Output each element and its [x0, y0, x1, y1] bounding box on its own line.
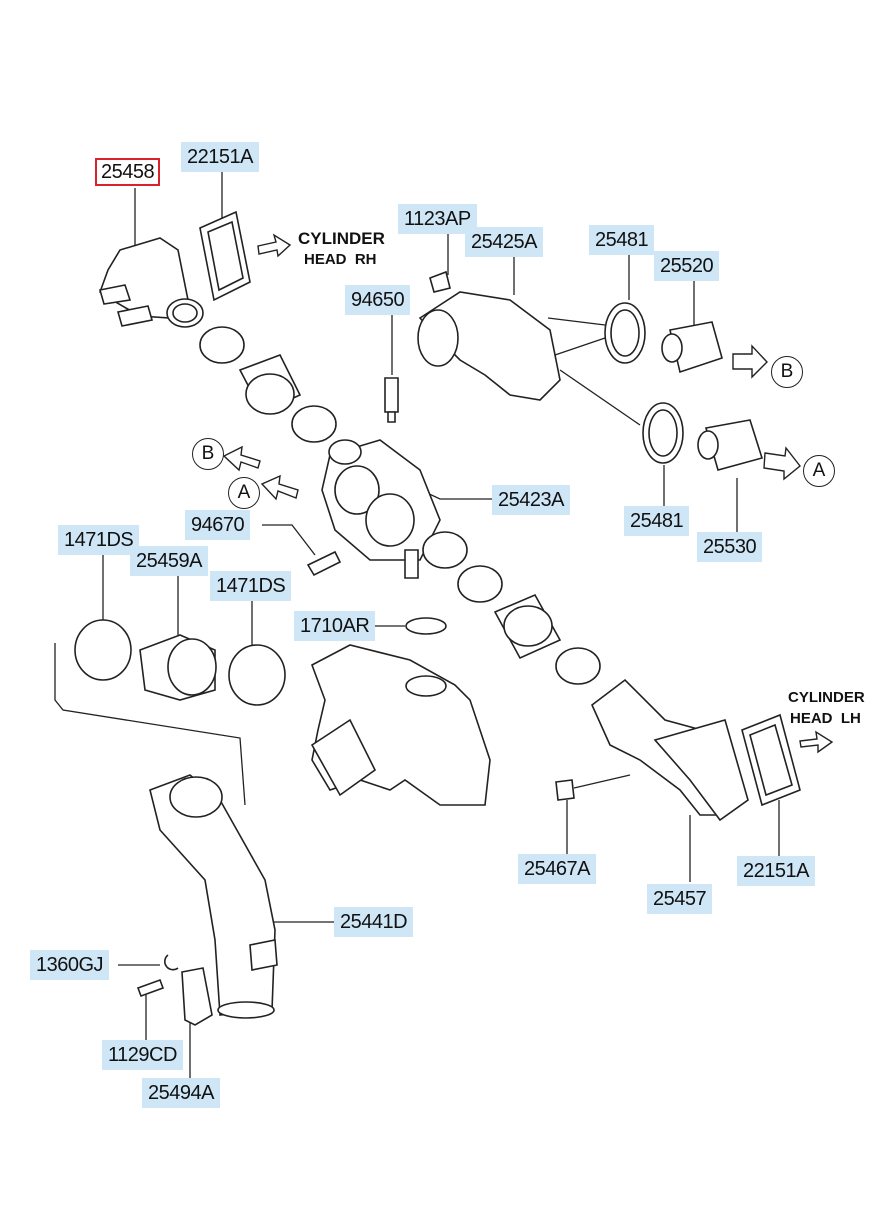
water-pump-housing-drawing — [310, 644, 491, 806]
bracket-25494A-drawing — [181, 967, 213, 1026]
part-label-25458[interactable]: 25458 — [95, 158, 161, 186]
thermostat-25530-drawing — [697, 419, 764, 471]
part-label-1710AR[interactable]: 1710AR — [294, 611, 376, 641]
bolt-25467A-drawing — [555, 774, 631, 801]
thermostat-25520-drawing — [661, 321, 723, 374]
bolt-1129CD-drawing — [136, 978, 165, 998]
note-cylinder-lh-line2: HEAD LH — [790, 710, 861, 727]
part-label-25520[interactable]: 25520 — [654, 251, 720, 281]
part-label-25423A[interactable]: 25423A — [492, 485, 570, 515]
part-label-25530[interactable]: 25530 — [697, 532, 763, 562]
ref-circle-a-left: A — [228, 477, 260, 509]
clamp-1471DS-right-drawing — [228, 644, 286, 706]
group-bracket — [54, 643, 246, 806]
note-cylinder-lh-line1: CYLINDER — [788, 689, 865, 706]
part-label-25481-top[interactable]: 25481 — [589, 225, 655, 255]
housing-25425A-drawing — [417, 270, 561, 401]
note-cylinder-rh-line1: CYLINDER — [298, 229, 385, 248]
part-label-25467A[interactable]: 25467A — [518, 854, 596, 884]
part-label-1471DS-right[interactable]: 1471DS — [210, 571, 292, 601]
hose-lower-drawing — [457, 565, 601, 685]
sensor-94670-drawing — [306, 550, 342, 577]
part-label-25441D[interactable]: 25441D — [334, 907, 414, 937]
clamp-1471DS-left-drawing — [74, 619, 132, 681]
ref-circle-b-left: B — [192, 438, 224, 470]
arrow-to-b-right — [732, 344, 768, 379]
housing-25457-drawing — [591, 678, 749, 822]
part-label-1360GJ[interactable]: 1360GJ — [30, 950, 110, 980]
part-label-22151A-bottom[interactable]: 22151A — [737, 856, 815, 886]
housing-25423A-drawing — [321, 439, 468, 579]
arrow-to-cylinder-lh — [799, 730, 834, 754]
gasket-22151A-top-drawing — [199, 210, 251, 302]
ref-circle-b-right: B — [771, 356, 803, 388]
part-label-25457[interactable]: 25457 — [647, 884, 713, 914]
note-cylinder-rh-line2: HEAD RH — [304, 251, 377, 268]
part-label-25425A[interactable]: 25425A — [465, 227, 543, 257]
part-label-25494A[interactable]: 25494A — [142, 1078, 220, 1108]
arrow-to-a-right — [763, 446, 801, 481]
pipe-25441D-drawing — [149, 774, 278, 1019]
part-label-1123AP[interactable]: 1123AP — [398, 204, 477, 234]
arrow-from-a-left — [260, 474, 299, 501]
sensor-94650-drawing — [384, 377, 399, 423]
arrow-to-cylinder-rh — [257, 233, 292, 258]
leader-94670 — [262, 524, 316, 556]
part-label-1471DS-left[interactable]: 1471DS — [58, 525, 140, 555]
arrow-from-b-left — [222, 445, 261, 472]
ref-circle-a-right: A — [803, 455, 835, 487]
clip-1360GJ-drawing — [164, 954, 179, 971]
part-label-94650[interactable]: 94650 — [345, 285, 411, 315]
part-label-94670[interactable]: 94670 — [185, 510, 251, 540]
part-label-25481-bottom[interactable]: 25481 — [624, 506, 690, 536]
part-label-22151A-top[interactable]: 22151A — [181, 142, 259, 172]
oring-1710AR-drawing — [405, 617, 447, 635]
hose-upper-drawing — [199, 326, 337, 443]
gasket-22151A-bottom-drawing — [741, 713, 801, 807]
part-label-1129CD[interactable]: 1129CD — [102, 1040, 183, 1070]
part-label-25459A[interactable]: 25459A — [130, 546, 208, 576]
housing-25458-drawing — [98, 237, 204, 328]
